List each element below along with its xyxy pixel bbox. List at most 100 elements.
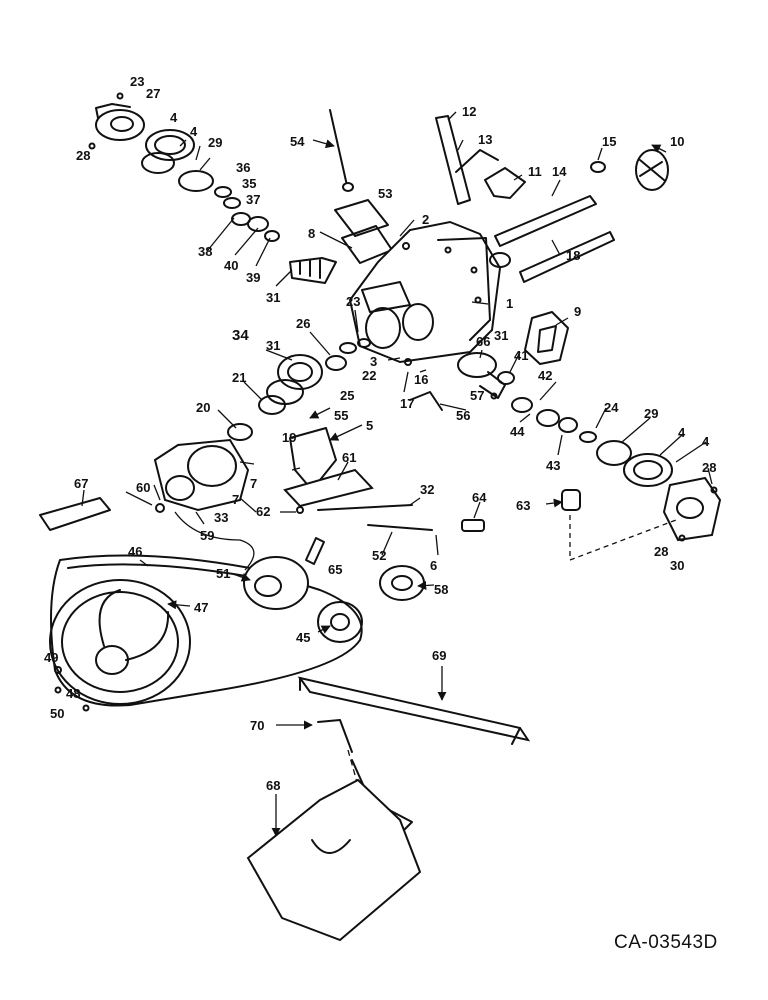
callout-28-right: 28 xyxy=(702,460,716,475)
upper-left-bearing-housing xyxy=(95,103,145,141)
callout-33: 33 xyxy=(214,510,228,525)
main-gear-case xyxy=(348,220,502,364)
long-bolts xyxy=(317,504,485,532)
callout-61: 61 xyxy=(342,450,356,465)
plug-63 xyxy=(561,489,581,511)
callout-44: 44 xyxy=(510,424,525,439)
cover-plate-9 xyxy=(524,311,569,365)
callout-39: 39 xyxy=(246,270,260,285)
callout-38: 38 xyxy=(198,244,212,259)
callout-57: 57 xyxy=(470,388,484,403)
callout-14: 14 xyxy=(552,164,567,179)
callout-35: 35 xyxy=(242,176,256,191)
callout-23-top: 23 xyxy=(130,74,144,89)
inspection-cover-and-gasket xyxy=(334,199,393,264)
leader-lines xyxy=(81,111,713,837)
drawing-reference-number: CA-03543D xyxy=(614,932,718,953)
shield-68 xyxy=(246,778,422,942)
support-arm-61 xyxy=(283,468,374,508)
callout-59: 59 xyxy=(200,528,214,543)
callout-31-right: 31 xyxy=(494,328,508,343)
left-bearing-housing xyxy=(153,438,250,512)
callout-40: 40 xyxy=(224,258,238,273)
stud-65 xyxy=(305,537,325,565)
large-sheave-47 xyxy=(49,579,191,705)
callout-6: 6 xyxy=(430,558,437,573)
callout-36: 36 xyxy=(236,160,250,175)
callout-4-right-b: 4 xyxy=(702,434,710,449)
callout-32: 32 xyxy=(420,482,434,497)
callout-69: 69 xyxy=(432,648,446,663)
shift-rods xyxy=(489,195,615,283)
fill-pipe-and-cap xyxy=(329,109,354,192)
callout-17: 17 xyxy=(400,396,414,411)
callout-18: 18 xyxy=(566,248,580,263)
callout-9: 9 xyxy=(574,304,581,319)
callout-15: 15 xyxy=(602,134,616,149)
callout-43: 43 xyxy=(546,458,560,473)
callout-63: 63 xyxy=(516,498,530,513)
callout-47: 47 xyxy=(194,600,208,615)
small-sheave-45 xyxy=(317,601,363,643)
callout-55: 55 xyxy=(334,408,348,423)
callout-4-right-a: 4 xyxy=(678,425,686,440)
callout-37: 37 xyxy=(246,192,260,207)
bracket-5 xyxy=(289,427,337,491)
callout-25: 25 xyxy=(340,388,354,403)
callout-53: 53 xyxy=(378,186,392,201)
callout-46: 46 xyxy=(128,544,142,559)
small-hardware xyxy=(54,92,718,712)
upper-left-bearing-rings xyxy=(141,129,280,242)
callout-62: 62 xyxy=(256,504,270,519)
lower-bevel-gear-shaft xyxy=(457,352,506,399)
callout-labels: 23 27 28 4 4 29 36 35 37 38 40 39 31 54 … xyxy=(44,74,716,793)
callout-48: 48 xyxy=(66,686,80,701)
callout-10: 10 xyxy=(670,134,684,149)
callout-28-top: 28 xyxy=(76,148,90,163)
upper-bevel-pinion-shaft xyxy=(289,257,337,284)
callout-27: 27 xyxy=(146,86,160,101)
callout-21: 21 xyxy=(232,370,246,385)
callout-3: 3 xyxy=(370,354,377,369)
callout-45: 45 xyxy=(296,630,310,645)
callout-5: 5 xyxy=(366,418,373,433)
callout-23-mid: 23 xyxy=(346,294,360,309)
callout-54: 54 xyxy=(290,134,305,149)
callout-28-low: 28 xyxy=(654,544,668,559)
right-bearing-housing xyxy=(662,476,722,542)
shift-lever xyxy=(435,115,499,205)
callout-19: 19 xyxy=(282,430,296,445)
gear-31-left xyxy=(277,354,323,390)
callout-42: 42 xyxy=(538,368,552,383)
gear-and-washers xyxy=(325,338,371,371)
callout-56: 56 xyxy=(456,408,470,423)
callout-1: 1 xyxy=(506,296,513,311)
linkage-wire xyxy=(174,511,255,571)
callout-30: 30 xyxy=(670,558,684,573)
callout-31-mid: 31 xyxy=(266,338,280,353)
callout-58: 58 xyxy=(434,582,448,597)
callout-8: 8 xyxy=(308,226,315,241)
callout-29-right: 29 xyxy=(644,406,658,421)
assembly-line-right xyxy=(569,515,677,561)
callout-2: 2 xyxy=(422,212,429,227)
callout-29-top: 29 xyxy=(208,135,222,150)
callout-4-top-b: 4 xyxy=(190,124,198,139)
bushing-15 xyxy=(590,161,606,173)
idler-pulley-51 xyxy=(243,556,309,610)
callout-64: 64 xyxy=(472,490,487,505)
callout-7-b: 7 xyxy=(232,492,239,507)
callout-26: 26 xyxy=(296,316,310,331)
callout-66: 66 xyxy=(476,334,490,349)
callout-7-a: 7 xyxy=(250,476,257,491)
sheave-58 xyxy=(379,565,425,601)
callout-41: 41 xyxy=(514,348,528,363)
callout-49: 49 xyxy=(44,650,58,665)
callout-60: 60 xyxy=(136,480,150,495)
shield-67 xyxy=(39,497,111,531)
callout-4-top-a: 4 xyxy=(170,110,178,125)
callout-51: 51 xyxy=(216,566,230,581)
callout-31-top: 31 xyxy=(266,290,280,305)
callout-50: 50 xyxy=(50,706,64,721)
